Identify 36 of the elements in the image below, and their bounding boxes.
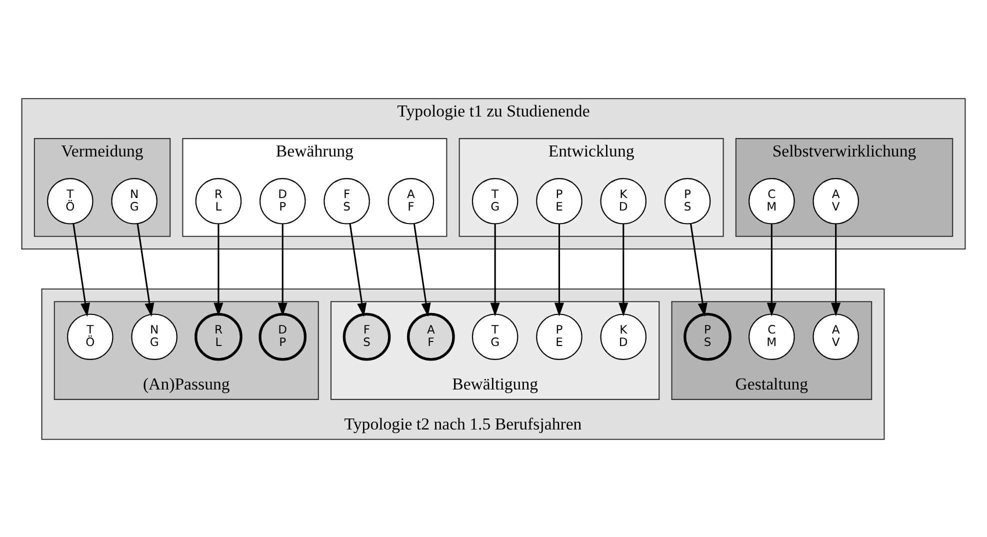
node-circle: P S — [664, 178, 711, 224]
node-circle: C M — [748, 178, 795, 224]
arrow — [278, 223, 288, 316]
node-circle: N G — [111, 178, 158, 224]
node-circle: T Ö — [67, 313, 114, 360]
arrow — [766, 223, 776, 316]
node-circle: T G — [472, 178, 518, 224]
node-circle: T Ö — [47, 178, 94, 224]
node-circle: P S — [684, 312, 732, 360]
arrow — [349, 223, 367, 316]
arrow — [618, 223, 628, 316]
arrow — [490, 223, 500, 316]
node-circle: R L — [195, 178, 242, 224]
arrow — [690, 223, 708, 316]
node-circle: K D — [600, 178, 647, 224]
node-circle: F S — [324, 178, 370, 224]
node-circle: A V — [812, 178, 859, 224]
arrow — [136, 223, 154, 316]
arrow — [214, 223, 224, 316]
arrow — [72, 223, 90, 316]
arrow — [554, 223, 564, 316]
node-circle: T G — [472, 313, 518, 360]
node-circle: A F — [407, 312, 455, 360]
node-circle: C M — [748, 313, 795, 360]
arrow — [413, 223, 431, 316]
node-circle: P E — [536, 178, 582, 224]
node-circle: D P — [258, 312, 307, 360]
node-circle: P E — [536, 313, 582, 360]
node-circle: A F — [388, 178, 434, 224]
node-circle: K D — [600, 313, 647, 360]
node-circle: D P — [260, 178, 306, 224]
node-circle: F S — [342, 312, 391, 360]
node-circle: N G — [131, 313, 178, 360]
node-circle: A V — [812, 313, 859, 360]
node-circle: R L — [194, 312, 242, 360]
arrow — [831, 223, 841, 316]
